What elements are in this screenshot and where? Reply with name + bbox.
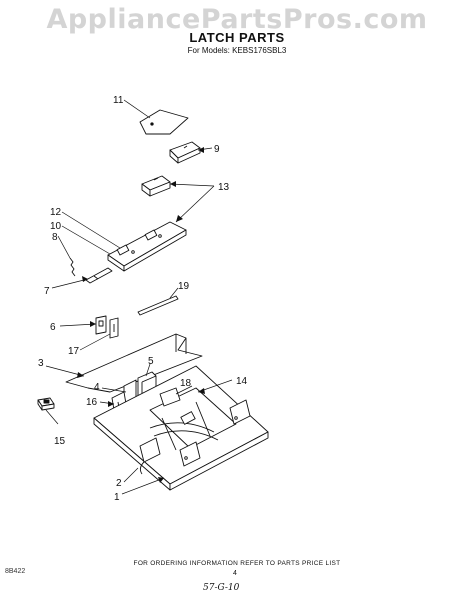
part-13-switch xyxy=(141,175,171,197)
model-subtitle: For Models: KEBS176SBL3 xyxy=(187,46,287,55)
callout-8: 8 xyxy=(52,232,58,243)
part-11-cover-plate xyxy=(139,109,189,135)
part-1-base-plate xyxy=(93,365,269,491)
callout-3: 3 xyxy=(38,358,44,369)
callout-15: 15 xyxy=(54,436,66,447)
callout-13: 13 xyxy=(218,182,230,193)
callout-2: 2 xyxy=(116,478,122,489)
ordering-note: FOR ORDERING INFORMATION REFER TO PARTS … xyxy=(133,560,341,567)
callout-10: 10 xyxy=(50,221,62,232)
callout-4: 4 xyxy=(94,382,100,393)
part-12-latch-bracket xyxy=(107,221,187,272)
callout-5: 5 xyxy=(148,356,154,367)
part-3-shield-plate xyxy=(65,333,203,393)
part-7-pin xyxy=(85,267,113,284)
callout-17: 17 xyxy=(68,346,80,357)
callout-1: 1 xyxy=(114,492,120,503)
part-19-rod xyxy=(137,295,179,316)
callout-19: 19 xyxy=(178,281,190,292)
callout-14: 14 xyxy=(236,376,248,387)
callout-12: 12 xyxy=(50,207,62,218)
document-code: 8B422 xyxy=(5,568,26,575)
part-8-spring xyxy=(69,257,76,277)
watermark: AppliancePartsPros.com xyxy=(46,4,428,35)
callout-6: 6 xyxy=(50,322,56,333)
callout-9: 9 xyxy=(214,144,220,155)
handwritten-note: 57-G-10 xyxy=(203,583,240,593)
part-15-block xyxy=(37,397,55,411)
callout-7: 7 xyxy=(44,286,50,297)
callout-11: 11 xyxy=(113,95,124,106)
callout-18: 18 xyxy=(180,378,192,389)
page-title: LATCH PARTS xyxy=(189,30,285,45)
part-9-switch xyxy=(169,141,201,164)
callout-16: 16 xyxy=(86,397,98,408)
page-number: 4 xyxy=(233,570,237,577)
leader-arrowheads xyxy=(77,147,205,483)
part-6-latch xyxy=(95,315,107,335)
part-18-link xyxy=(159,387,181,407)
part-17-plate xyxy=(109,317,119,339)
